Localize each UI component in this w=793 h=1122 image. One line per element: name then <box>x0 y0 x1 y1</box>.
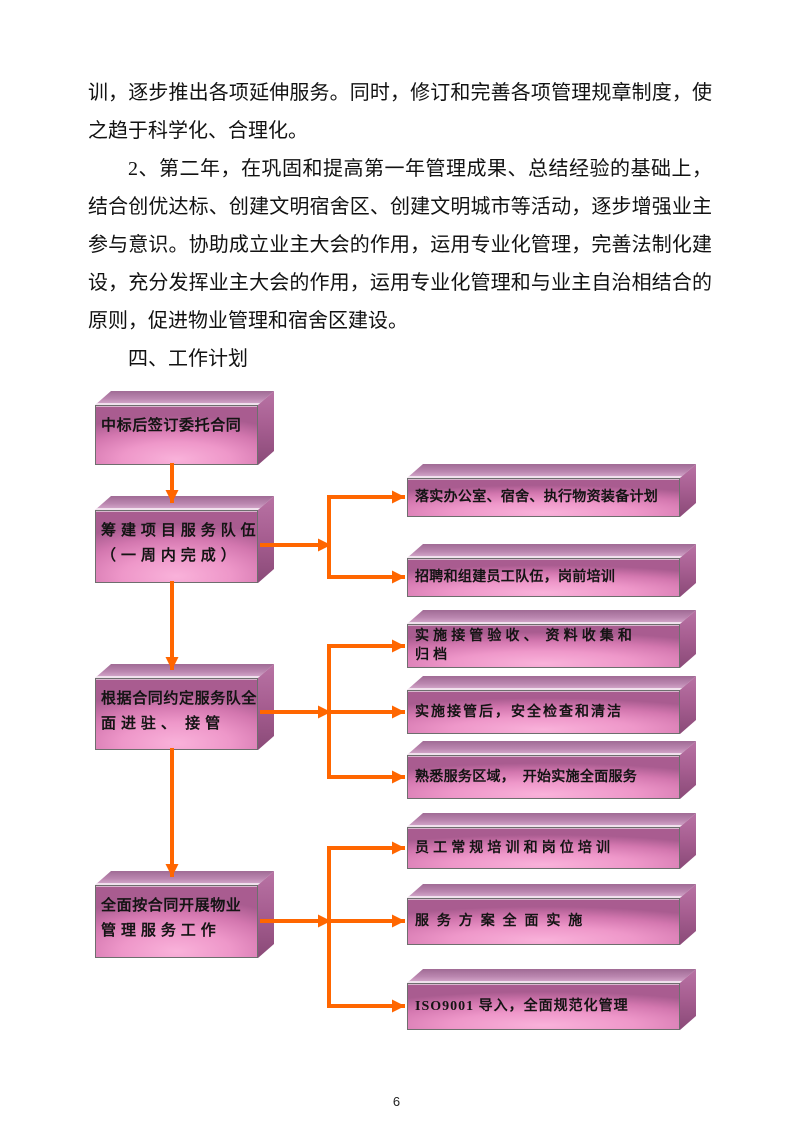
box-label: 招聘和组建员工队伍，岗前培训 <box>415 570 616 585</box>
box-label: 熟悉服务区域， 开始实施全面服务 <box>415 769 638 785</box>
flow-box-staff-training: 员 工 常 规 培 训 和 岗 位 培 训 <box>407 827 680 869</box>
box-label: 实施接管后，安全检查和清洁 <box>415 704 623 720</box>
box-top-face <box>407 676 696 690</box>
page-number: 6 <box>392 1094 401 1109</box>
box-label: 筹 建 项 目 服 务 队 伍 <box>101 523 257 539</box>
box-top-face <box>407 610 696 624</box>
box-side-face <box>680 741 696 799</box>
box-label: 全面按合同开展物业 <box>101 898 242 914</box>
box-top-face <box>407 544 696 558</box>
box-side-face <box>680 676 696 734</box>
box-top-face <box>95 871 274 885</box>
box-label: 实 施 接 管 验 收 、 资 料 收 集 和 <box>415 629 633 644</box>
box-top-face <box>407 741 696 755</box>
box-top-face <box>407 464 696 478</box>
body-text: 训，逐步推出各项延伸服务。同时，修订和完善各项管理规章制度，使之趋于科学化、合理… <box>88 74 712 378</box>
box-label: 中标后签订委托合同 <box>101 418 242 434</box>
paragraph: 训，逐步推出各项延伸服务。同时，修订和完善各项管理规章制度，使之趋于科学化、合理… <box>88 82 712 142</box>
box-side-face <box>258 871 274 958</box>
box-top-face <box>95 664 274 678</box>
box-top-face <box>407 884 696 898</box>
flow-box-move-in-takeover: 根据合同约定服务队全 面 进 驻 、 接 管 <box>95 678 258 750</box>
box-label: 管 理 服 务 工 作 <box>101 923 217 939</box>
box-label: （ 一 周 内 完 成 ） <box>101 548 237 564</box>
box-label: ISO9001 导入，全面规范化管理 <box>415 999 629 1014</box>
box-side-face <box>258 496 274 583</box>
box-top-face <box>407 813 696 827</box>
box-label: 服 务 方 案 全 面 实 施 <box>415 914 583 929</box>
box-top-face <box>407 969 696 983</box>
box-label: 员 工 常 规 培 训 和 岗 位 培 训 <box>415 840 611 856</box>
box-side-face <box>680 544 696 597</box>
box-label: 根据合同约定服务队全 <box>101 691 258 707</box>
flow-box-plan-implementation: 服 务 方 案 全 面 实 施 <box>407 898 680 945</box>
flow-box-office-supplies: 落实办公室、宿舍、执行物资装备计划 <box>407 478 680 517</box>
flow-box-safety-cleaning: 实施接管后，安全检查和清洁 <box>407 690 680 734</box>
box-side-face <box>680 813 696 869</box>
box-label: 落实办公室、宿舍、执行物资装备计划 <box>415 490 659 505</box>
box-side-face <box>258 391 274 465</box>
box-side-face <box>258 664 274 750</box>
flow-box-build-team: 筹 建 项 目 服 务 队 伍 （ 一 周 内 完 成 ） <box>95 510 258 583</box>
paragraph: 2、第二年，在巩固和提高第一年管理成果、总结经验的基础上，结合创优达标、创建文明… <box>88 158 712 332</box>
box-side-face <box>680 884 696 945</box>
flow-box-full-service: 全面按合同开展物业 管 理 服 务 工 作 <box>95 885 258 958</box>
box-side-face <box>680 464 696 517</box>
box-label: 归 档 <box>415 648 448 663</box>
box-side-face <box>680 610 696 668</box>
section-heading: 四、工作计划 <box>128 348 248 370</box>
flow-box-familiarize-area: 熟悉服务区域， 开始实施全面服务 <box>407 755 680 799</box>
flow-box-iso9001: ISO9001 导入，全面规范化管理 <box>407 983 680 1030</box>
box-side-face <box>680 969 696 1030</box>
flow-box-sign-contract: 中标后签订委托合同 <box>95 405 258 465</box>
box-label: 面 进 驻 、 接 管 <box>101 716 221 732</box>
flow-box-takeover-acceptance: 实 施 接 管 验 收 、 资 料 收 集 和 归 档 <box>407 624 680 668</box>
box-top-face <box>95 391 274 405</box>
box-top-face <box>95 496 274 510</box>
flow-box-recruit-train: 招聘和组建员工队伍，岗前培训 <box>407 558 680 597</box>
